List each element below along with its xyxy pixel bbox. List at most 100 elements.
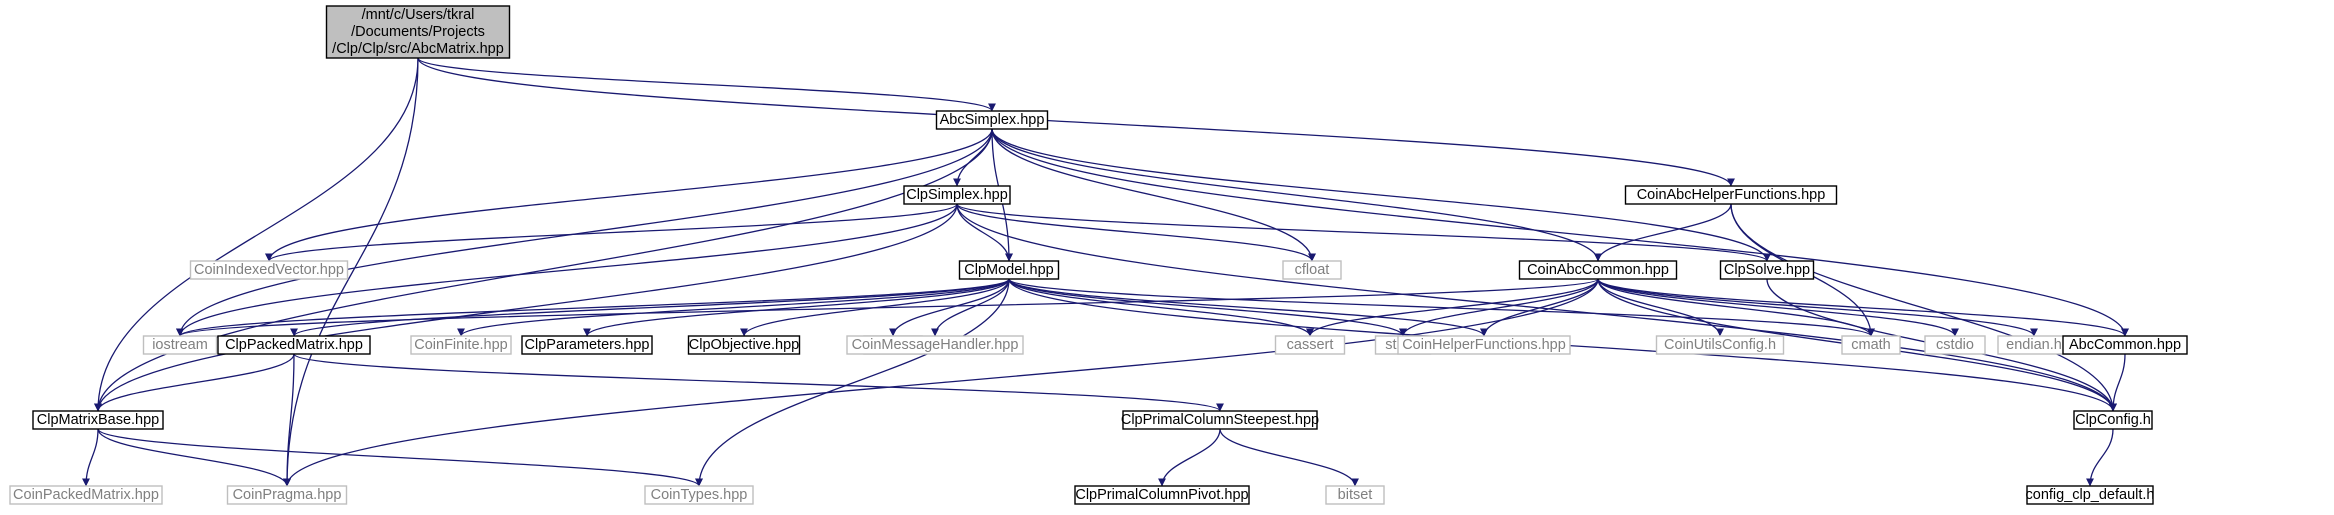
node-clpprimalcolumnpivot[interactable]: ClpPrimalColumnPivot.hpp <box>1074 485 1250 505</box>
edge-coinabccommon-to-iostream <box>176 278 1599 337</box>
node-coinutilsconfig[interactable]: CoinUtilsConfig.h <box>1655 335 1785 355</box>
node-clpmatrixbase[interactable]: ClpMatrixBase.hpp <box>32 410 164 430</box>
node-box-clpparameters <box>521 335 653 355</box>
node-coinpackedmatrix[interactable]: CoinPackedMatrix.hpp <box>9 485 163 505</box>
edge-clpsimplex-to-cfloat <box>956 203 1316 262</box>
edge-abcsimplex-to-coinindexedvector <box>265 128 993 262</box>
node-abcsimplex[interactable]: AbcSimplex.hpp <box>935 110 1049 130</box>
node-label: CoinFinite.hpp <box>414 337 508 353</box>
edge-root-to-abcsimplex <box>417 57 996 112</box>
node-label: CoinTypes.hpp <box>651 487 748 503</box>
edge-clppackedmatrix-to-clpmatrixbase <box>94 353 295 412</box>
edge-clpmodel-to-coinhelperfunctions <box>1008 278 1488 337</box>
edge-clpconfig-to-configclpdefault <box>2086 428 2114 487</box>
node-box-coinabchelper <box>1624 185 1838 205</box>
node-cointypes[interactable]: CoinTypes.hpp <box>644 485 754 505</box>
node-label: CoinIndexedVector.hpp <box>194 262 344 278</box>
node-clpmodel[interactable]: ClpModel.hpp <box>958 260 1060 280</box>
node-label: iostream <box>152 337 208 353</box>
node-coinabchelper[interactable]: CoinAbcHelperFunctions.hpp <box>1624 185 1838 205</box>
edge-clpmodel-to-cointypes <box>695 278 1010 487</box>
edge-clpmodel-to-clpparameters <box>583 278 1010 337</box>
node-coinpragma[interactable]: CoinPragma.hpp <box>226 485 348 505</box>
node-label: AbcCommon.hpp <box>2069 337 2181 353</box>
edge-clpmodel-to-iostream <box>176 278 1010 337</box>
node-clpsimplex[interactable]: ClpSimplex.hpp <box>903 185 1011 205</box>
node-coinindexedvector[interactable]: CoinIndexedVector.hpp <box>189 260 349 280</box>
node-clpconfig[interactable]: ClpConfig.h <box>2073 410 2153 430</box>
node-label: ClpPackedMatrix.hpp <box>225 337 363 353</box>
node-box-cointypes <box>644 485 754 505</box>
edge-root-to-clpmatrixbase <box>94 57 419 412</box>
edge-clpmodel-to-string <box>1008 278 1407 337</box>
node-bitset[interactable]: bitset <box>1325 485 1385 505</box>
edge-clpmodel-to-cmath <box>1008 278 1875 337</box>
node-cfloat[interactable]: cfloat <box>1282 260 1342 280</box>
node-abccommon[interactable]: AbcCommon.hpp <box>2062 335 2188 355</box>
node-box-cassert <box>1274 335 1346 355</box>
edge-clppackedmatrix-to-clpprimalcolumnsteepest <box>293 353 1224 412</box>
node-cstdio[interactable]: cstdio <box>1924 335 1986 355</box>
edge-clpsimplex-to-clpmodel <box>956 203 1013 262</box>
node-coinabccommon[interactable]: CoinAbcCommon.hpp <box>1518 260 1678 280</box>
node-iostream[interactable]: iostream <box>142 335 218 355</box>
edge-coinabccommon-to-endian <box>1597 278 2038 337</box>
edge-coinabccommon-to-string <box>1399 278 1599 337</box>
edge-clpsimplex-to-clpmatrixbase <box>94 203 958 412</box>
edge-clpsimplex-to-clpsolve <box>956 203 1771 262</box>
node-box-clpconfig <box>2073 410 2153 430</box>
node-label: CoinAbcHelperFunctions.hpp <box>1637 187 1826 203</box>
node-label: ClpParameters.hpp <box>525 337 650 353</box>
node-box-configclpdefault <box>2026 485 2154 505</box>
edge-coinabccommon-to-abccommon <box>1597 278 2129 337</box>
node-box-coinhelperfunctions <box>1397 335 1571 355</box>
node-box-cmath <box>1841 335 1901 355</box>
edge-abcsimplex-to-cfloat <box>991 128 1316 262</box>
edge-clpsimplex-to-coinindexedvector <box>265 203 958 262</box>
edge-coinabccommon-to-coinpragma <box>283 278 1599 487</box>
node-coinhelperfunctions[interactable]: CoinHelperFunctions.hpp <box>1397 335 1571 355</box>
node-label: CoinMessageHandler.hpp <box>852 337 1019 353</box>
node-clpprimalcolumnsteepest[interactable]: ClpPrimalColumnSteepest.hpp <box>1121 410 1319 430</box>
node-label: CoinPackedMatrix.hpp <box>13 487 159 503</box>
node-box-cstdio <box>1924 335 1986 355</box>
node-clppackedmatrix[interactable]: ClpPackedMatrix.hpp <box>217 335 371 355</box>
node-box-cfloat <box>1282 260 1342 280</box>
node-box-coinabccommon <box>1518 260 1678 280</box>
node-cmath[interactable]: cmath <box>1841 335 1901 355</box>
node-label: ClpSimplex.hpp <box>906 187 1008 203</box>
node-label: /Clp/Clp/src/AbcMatrix.hpp <box>332 41 504 57</box>
node-configclpdefault[interactable]: config_clp_default.h <box>2026 485 2155 505</box>
node-coinfinite[interactable]: CoinFinite.hpp <box>410 335 512 355</box>
node-label: CoinHelperFunctions.hpp <box>1402 337 1566 353</box>
node-box-abcsimplex <box>935 110 1049 130</box>
edge-coinabccommon-to-cassert <box>1306 278 1599 337</box>
edge-clpmatrixbase-to-coinpragma <box>97 428 291 487</box>
edge-clpmatrixbase-to-coinpackedmatrix <box>82 428 99 487</box>
node-coinmessagehandler[interactable]: CoinMessageHandler.hpp <box>846 335 1024 355</box>
node-label: ClpSolve.hpp <box>1724 262 1810 278</box>
edge-clpprimalcolumnsteepest-to-clpprimalcolumnpivot <box>1158 428 1221 487</box>
node-cassert[interactable]: cassert <box>1274 335 1346 355</box>
edge-clpmodel-to-coinmessagehandler <box>931 278 1010 337</box>
node-box-clppackedmatrix <box>217 335 371 355</box>
node-label: cfloat <box>1295 262 1330 278</box>
edge-coinabccommon-to-coinhelperfunctions <box>1480 278 1599 337</box>
node-label: /mnt/c/Users/tkral <box>362 7 475 23</box>
node-label: CoinAbcCommon.hpp <box>1527 262 1669 278</box>
node-clpobjective[interactable]: ClpObjective.hpp <box>687 335 801 355</box>
node-root[interactable]: /mnt/c/Users/tkral/Documents/Projects/Cl… <box>325 5 511 59</box>
node-box-clpsolve <box>1719 260 1815 280</box>
node-label: AbcSimplex.hpp <box>940 112 1045 128</box>
node-label: CoinUtilsConfig.h <box>1664 337 1776 353</box>
node-clpsolve[interactable]: ClpSolve.hpp <box>1719 260 1815 280</box>
node-box-coinindexedvector <box>189 260 349 280</box>
node-clpparameters[interactable]: ClpParameters.hpp <box>521 335 653 355</box>
node-label: config_clp_default.h <box>2026 487 2155 503</box>
edge-abcsimplex-to-clpmatrixbase <box>94 128 993 412</box>
node-endian[interactable]: endian.h <box>1997 335 2071 355</box>
node-box-coinmessagehandler <box>846 335 1024 355</box>
edge-clpmodel-to-clppackedmatrix <box>290 278 1010 337</box>
edge-coinabccommon-to-cstdio <box>1597 278 1959 337</box>
